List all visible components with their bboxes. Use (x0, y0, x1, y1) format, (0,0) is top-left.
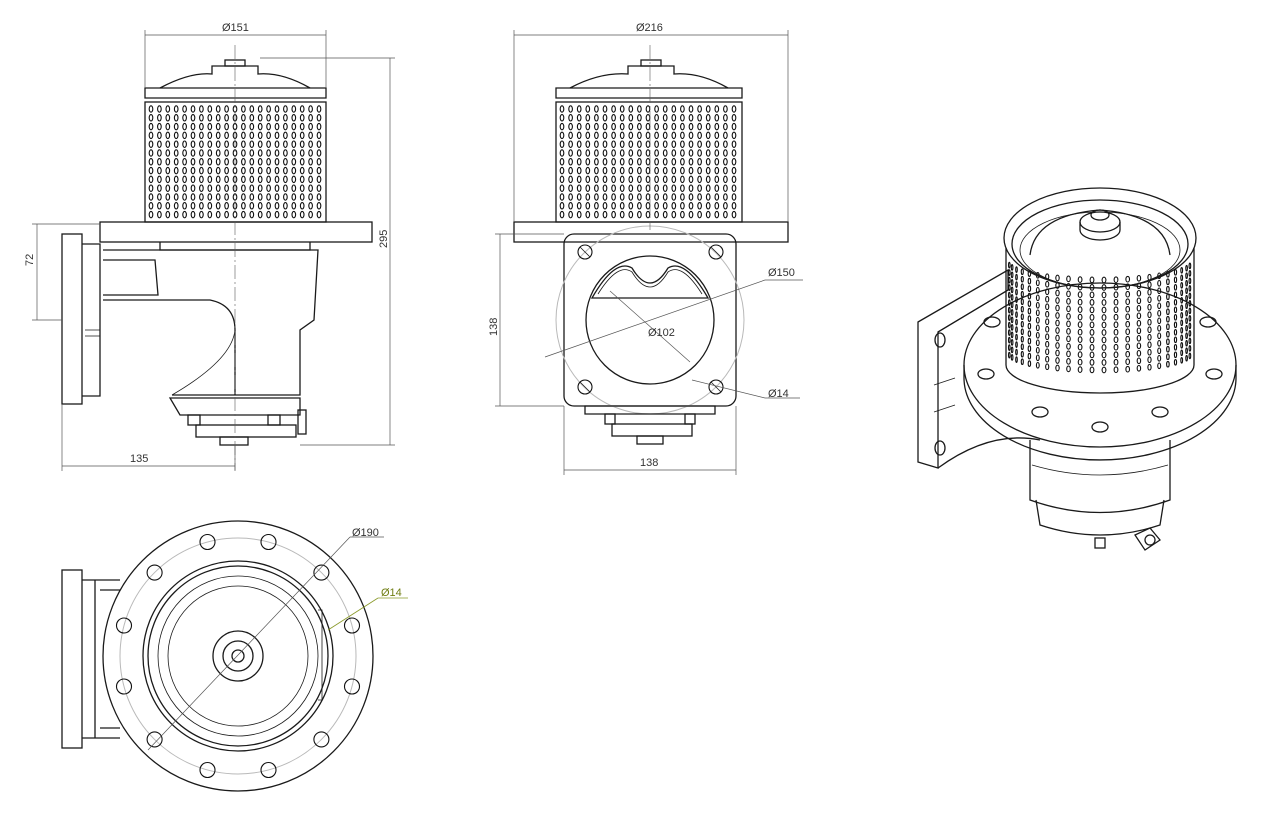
side-flange-holes (577, 244, 724, 395)
iso-perforation-pattern (1007, 261, 1192, 374)
front-perforation-pattern (148, 105, 322, 219)
isometric-view (917, 187, 1237, 551)
dim-side-hole: Ø14 (768, 388, 789, 400)
dim-side-bore: Ø102 (648, 327, 675, 339)
dim-side-flange-width: 138 (640, 457, 658, 469)
dim-bottom-hole: Ø14 (381, 587, 402, 599)
dim-side-flange-height: 138 (488, 318, 500, 336)
iso-flange-holes (977, 316, 1223, 433)
dim-front-diameter-top: Ø151 (222, 22, 249, 34)
dim-front-depth: 135 (130, 453, 148, 465)
side-perforation-pattern (559, 105, 737, 219)
dim-side-bolt-circle: Ø150 (768, 267, 795, 279)
dim-bottom-bolt-circle: Ø190 (352, 527, 379, 539)
bottom-view: Ø190 Ø14 (61, 520, 408, 792)
side-view: Ø216 138 138 Ø150 Ø102 Ø14 (488, 22, 803, 475)
dim-front-height: 295 (378, 230, 390, 248)
front-view: Ø151 295 72 135 (24, 22, 395, 471)
dim-front-mount-height: 72 (24, 254, 36, 266)
dim-side-diameter-top: Ø216 (636, 22, 663, 34)
bottom-bolt-holes (115, 533, 361, 779)
